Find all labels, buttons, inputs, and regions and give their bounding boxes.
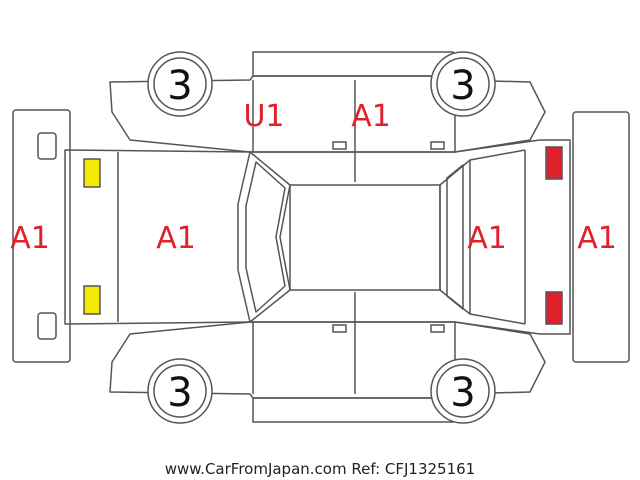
tire-front-left: 3 <box>147 51 213 117</box>
front-left-light <box>83 158 101 188</box>
code-front-left-door: U1 <box>243 99 284 134</box>
tire-rear-right-value: 3 <box>450 370 475 416</box>
tire-front-right-value: 3 <box>167 370 192 416</box>
rear-left-light <box>545 146 563 180</box>
car-body-top <box>64 139 571 335</box>
code-front-bumper: A1 <box>10 221 50 256</box>
front-bumper <box>12 109 71 363</box>
tire-rear-right: 3 <box>430 358 496 424</box>
footer-source-text: www.CarFromJapan.com Ref: CFJ1325161 <box>165 460 475 478</box>
tire-front-right: 3 <box>147 358 213 424</box>
rear-bumper <box>572 111 630 363</box>
front-right-light <box>83 285 101 315</box>
code-rear-bumper: A1 <box>577 221 617 256</box>
tire-front-left-value: 3 <box>167 63 192 109</box>
lower-side-panel <box>109 292 546 423</box>
rear-right-light <box>545 291 563 325</box>
code-hood: A1 <box>156 221 196 256</box>
code-rear-window: A1 <box>467 221 507 256</box>
upper-side-panel <box>109 51 546 182</box>
tire-rear-left-value: 3 <box>450 63 475 109</box>
tire-rear-left: 3 <box>430 51 496 117</box>
code-rear-left-door: A1 <box>351 99 391 134</box>
